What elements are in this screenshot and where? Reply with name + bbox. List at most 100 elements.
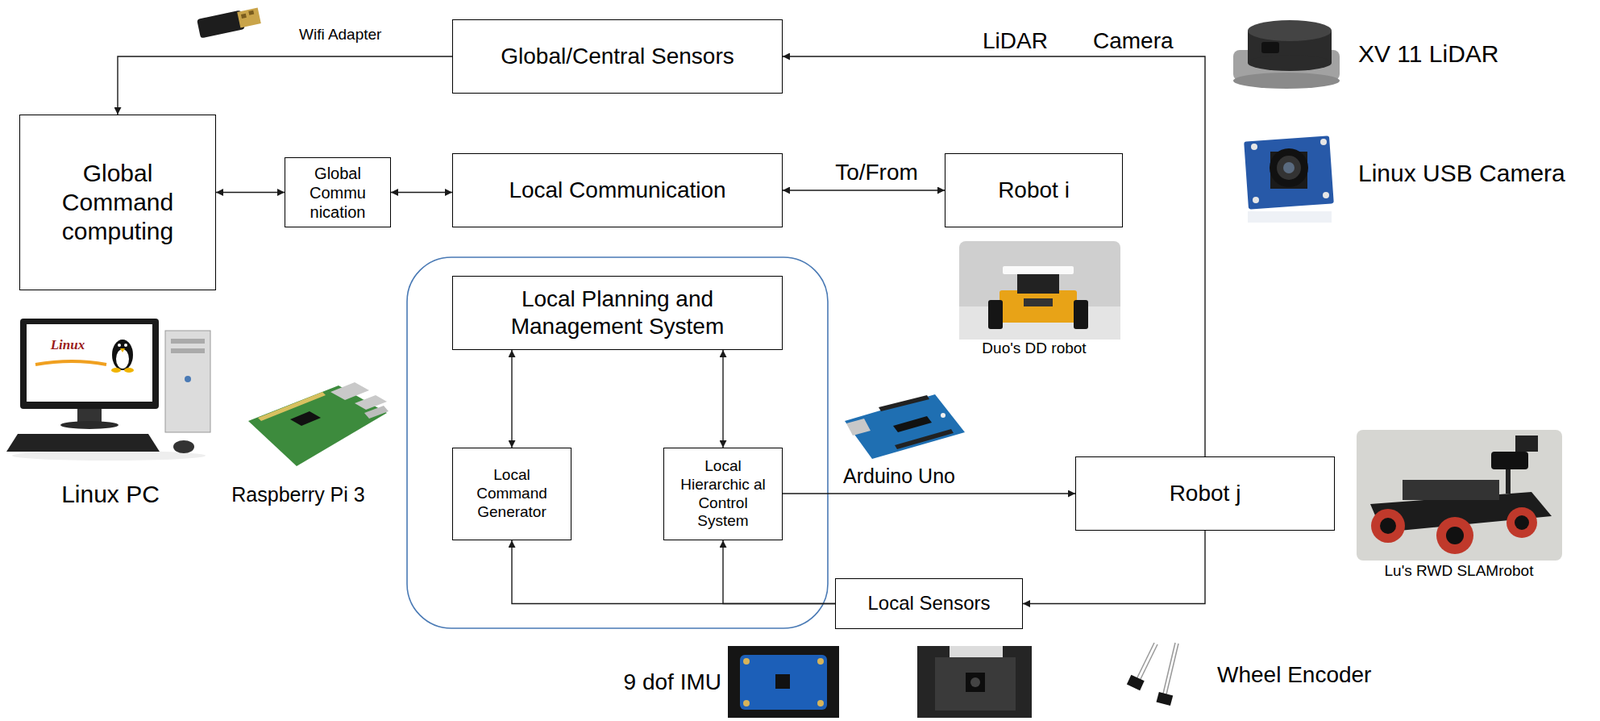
box-label: Global Commu nication (291, 163, 384, 222)
robot-box: Robot j (1075, 456, 1335, 531)
wheel-encoder-picture (1126, 642, 1179, 706)
dd-robot-picture-part (999, 290, 1077, 323)
arduino-picture-part (844, 394, 965, 459)
linux-pc-picture-part (124, 367, 134, 373)
arduino-picture-part (940, 412, 946, 418)
wifi-adapter-picture-part (248, 10, 254, 16)
connector-arrow (782, 492, 1076, 494)
imu-picture-part (743, 699, 750, 707)
wheel-encoder-picture-part (1163, 642, 1176, 694)
linux-pc-picture (6, 318, 211, 461)
camera-module-picture-part (917, 645, 1032, 718)
connector-arrow (723, 540, 836, 604)
part-name: Linux USB Camera (1358, 159, 1566, 188)
usb-camera-picture-part (1269, 148, 1309, 188)
local-system-outline (407, 257, 828, 628)
usb-camera-picture-part (1322, 191, 1330, 199)
imu-picture-part (775, 673, 790, 689)
rwd-robot-picture-part (1379, 517, 1397, 534)
communication-box: Local Communication (452, 153, 783, 228)
arduino-picture-part (846, 418, 871, 436)
rwd-robot-picture-part (1446, 526, 1464, 545)
signal-name: Camera (1092, 28, 1174, 55)
camera-module-picture-part (970, 677, 981, 687)
raspberry-pi-picture-part (248, 385, 387, 466)
wheel-encoder-picture-part (1166, 643, 1179, 695)
part-name: Wifi Adapter (299, 25, 382, 44)
rwd-robot-picture-part (1402, 479, 1500, 500)
wifi-adapter-picture-part (236, 8, 262, 29)
connector-arrow (216, 191, 285, 193)
linux-pc-picture-part (112, 339, 133, 370)
local-system-outline-part (407, 257, 828, 628)
connector-arrow (782, 189, 945, 191)
dd-robot-picture-part (1017, 272, 1060, 294)
arduino-picture (844, 394, 965, 459)
rwd-robot-picture-part (1514, 515, 1530, 530)
wheel-encoder-picture-part (1139, 644, 1158, 681)
linux-pc-picture-part (35, 361, 107, 365)
linux-pc-picture-part (116, 349, 129, 369)
imu-picture-part (739, 654, 828, 710)
rwd-robot-picture-part (1505, 469, 1511, 494)
wifi-adapter-picture (196, 8, 262, 39)
connector-group (117, 56, 1206, 604)
imu-picture-part (817, 657, 824, 665)
lidar-picture-part (1247, 20, 1332, 42)
connector-arrow (782, 56, 1206, 457)
part-name: Linux PC (61, 480, 160, 509)
usb-camera-picture-part (1252, 196, 1260, 204)
part-name: XV 11 LiDAR (1358, 40, 1500, 69)
linux-pc-picture-part (20, 318, 159, 409)
arduino-picture-part (878, 394, 930, 412)
rwd-robot-picture-part (1356, 429, 1563, 561)
arduino-picture-part (893, 415, 932, 433)
control-box: Local Hierarchic al Control System (663, 447, 783, 541)
connector-arrow (390, 191, 453, 193)
camera-module-picture-part (965, 672, 985, 692)
lidar-picture-part (1261, 41, 1280, 54)
photo-caption: Duo's DD robot (981, 339, 1086, 358)
lidar-picture-part (1247, 54, 1332, 71)
connector-arrow (722, 349, 724, 448)
box-label: Global/Central Sensors (500, 42, 734, 71)
usb-camera-picture-part (1243, 135, 1335, 209)
usb-camera-picture (1243, 135, 1335, 223)
wifi-adapter-picture-part (241, 13, 247, 19)
arduino-picture-part (894, 428, 954, 449)
box-label: Local Command Generator (461, 465, 563, 521)
linux-pc-picture-part (12, 450, 206, 461)
lidar-picture-part (1233, 72, 1340, 89)
part-name: 9 dof IMU (623, 669, 722, 695)
lidar-picture (1233, 20, 1340, 89)
wheel-encoder-picture-part (1126, 674, 1145, 690)
linux-pc-picture-part (120, 348, 125, 353)
raspberry-pi-picture-part (290, 411, 321, 426)
dd-robot-picture-part (1023, 298, 1053, 307)
usb-camera-picture-part (1250, 143, 1258, 150)
raspberry-pi-picture (248, 382, 389, 466)
screen-logo-text: Linux (50, 336, 86, 354)
linux-pc-picture-part (173, 440, 195, 453)
part-name: Raspberry Pi 3 (231, 482, 365, 507)
box-label: Robot j (1169, 479, 1242, 508)
connector-arrow (511, 349, 512, 448)
raspberry-pi-picture-part (364, 405, 389, 419)
rwd-robot-picture-part (1506, 507, 1538, 538)
camera-module-picture (917, 645, 1032, 718)
dd-robot-picture-part (959, 241, 1121, 340)
usb-camera-picture-part (1283, 162, 1295, 174)
linux-pc-picture-part (6, 433, 160, 452)
box-label: Robot i (997, 176, 1070, 204)
linux-pc-picture-part (170, 338, 205, 344)
wheel-encoder-picture-part (1136, 642, 1155, 679)
linux-pc-picture-part (26, 324, 153, 402)
generator-box: Local Command Generator (452, 447, 572, 541)
signal-name: LiDAR (982, 28, 1048, 55)
usb-camera-picture-part (1320, 138, 1327, 146)
planning-box: Local Planning and Management System (452, 275, 783, 350)
box-label: Local Hierarchic al Control System (672, 457, 774, 531)
